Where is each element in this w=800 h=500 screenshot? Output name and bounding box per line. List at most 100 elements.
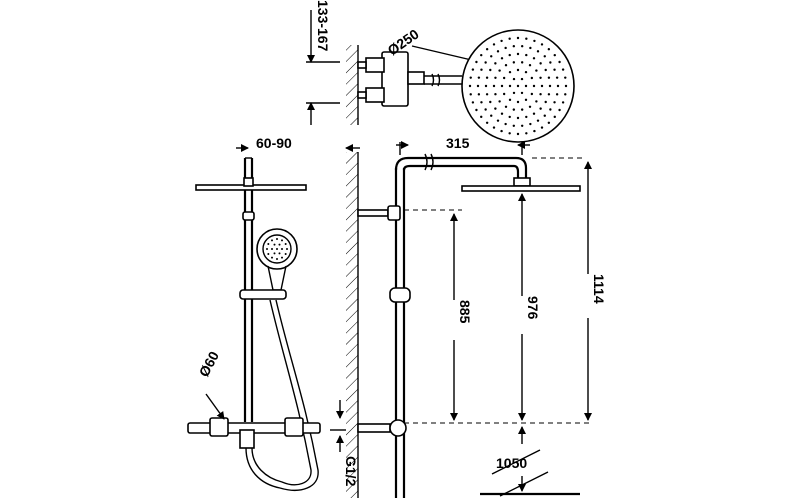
- shower-head-top: [461, 29, 575, 143]
- nozzle-dot: [547, 76, 551, 79]
- nozzle-dot: [508, 115, 511, 119]
- nozzle-dot: [498, 100, 501, 103]
- nozzle-dot: [520, 91, 524, 95]
- nozzle-dot: [500, 112, 504, 115]
- hand-nozzle-dot: [273, 243, 276, 246]
- nozzle-dot: [516, 36, 520, 40]
- nozzle-dot: [556, 84, 560, 88]
- nozzle-dot: [530, 76, 534, 80]
- nozzle-dot: [539, 62, 542, 65]
- nozzle-dot: [512, 77, 516, 81]
- nozzle-dot: [469, 76, 472, 79]
- nozzle-dot: [494, 76, 497, 79]
- nozzle-dot: [500, 57, 504, 60]
- nozzle-dot: [544, 100, 547, 104]
- nozzle-dot: [524, 70, 528, 74]
- hand-nozzle-dot: [286, 248, 288, 250]
- nozzle-dot: [528, 64, 532, 67]
- nozzle-dot: [516, 100, 520, 104]
- nozzle-dot: [508, 132, 511, 135]
- nozzle-dot: [492, 43, 496, 46]
- nozzle-dot: [512, 91, 516, 95]
- nozzle-dot: [494, 62, 497, 65]
- nozzle-dot: [500, 39, 503, 43]
- nozzle-dot: [516, 68, 520, 72]
- hand-nozzle-dot: [281, 239, 283, 242]
- nozzle-dot: [508, 98, 512, 102]
- nozzle-dot: [498, 69, 501, 72]
- nozzle-dot: [525, 132, 528, 135]
- nozzle-dot: [547, 48, 551, 51]
- nozzle-dot: [533, 39, 536, 43]
- hand-nozzle-dot: [276, 238, 278, 240]
- dim-height-976: 976: [525, 296, 541, 320]
- nozzle-dot: [540, 84, 544, 88]
- wall-section-top: [346, 45, 358, 125]
- side-view: G1/2 315 885: [330, 135, 607, 498]
- valve-body-top: [357, 51, 425, 107]
- dim-arm-length: 315: [446, 135, 470, 151]
- nozzle-dot: [525, 53, 528, 57]
- nozzle-dot: [549, 108, 552, 111]
- dim-thermostat: Ø60: [196, 348, 223, 379]
- dim-wall-offset: 133-167: [315, 0, 331, 52]
- nozzle-dot: [484, 61, 487, 64]
- nozzle-dot: [490, 55, 493, 58]
- nozzle-dot: [529, 122, 532, 126]
- nozzle-dot: [490, 114, 493, 117]
- nozzle-dot: [543, 55, 546, 58]
- nozzle-dot: [535, 69, 538, 72]
- nozzle-dot: [512, 124, 516, 127]
- nozzle-dot: [508, 37, 511, 40]
- nozzle-dot: [496, 50, 500, 53]
- nozzle-dot: [564, 84, 568, 88]
- nozzle-dot: [561, 68, 565, 71]
- nozzle-dot: [485, 93, 489, 96]
- nozzle-dot: [528, 105, 532, 108]
- nozzle-dot: [500, 129, 503, 133]
- hand-nozzle-dot: [278, 243, 281, 246]
- hand-nozzle-dot: [281, 256, 283, 259]
- nozzle-dot: [540, 126, 544, 129]
- dim-inlet-thread: G1/2: [343, 456, 359, 487]
- nozzle-dot: [494, 107, 497, 110]
- nozzle-dot: [553, 53, 556, 57]
- nozzle-dot: [489, 100, 492, 104]
- nozzle-dot: [485, 121, 489, 124]
- nozzle-dot: [516, 84, 520, 88]
- dim-floor-height: 1050: [496, 455, 527, 471]
- nozzle-dot: [547, 93, 551, 96]
- nozzle-dot: [524, 98, 528, 102]
- hand-nozzle-dot: [284, 253, 287, 255]
- nozzle-dot: [558, 60, 561, 64]
- nozzle-dot: [564, 76, 567, 79]
- nozzle-dot: [471, 68, 475, 71]
- nozzle-dot: [504, 122, 507, 126]
- nozzle-dot: [533, 129, 536, 133]
- nozzle-dot: [561, 101, 565, 104]
- nozzle-dot: [539, 76, 542, 79]
- hand-nozzle-dot: [276, 258, 278, 260]
- nozzle-dot: [485, 48, 489, 51]
- nozzle-dot: [484, 108, 487, 111]
- nozzle-dot: [543, 114, 546, 117]
- nozzle-dot: [480, 53, 483, 57]
- hand-nozzle-dot: [271, 248, 273, 250]
- hand-nozzle-dot: [271, 239, 273, 242]
- nozzle-dot: [520, 45, 524, 48]
- nozzle-dot: [492, 84, 496, 88]
- nozzle-dot: [475, 108, 478, 112]
- rain-head-side: [461, 185, 581, 192]
- front-view: 60-90 Ø60: [187, 135, 360, 491]
- nozzle-dot: [553, 115, 556, 119]
- nozzle-dot: [477, 76, 481, 79]
- dim-height-1114: 1114: [591, 274, 607, 304]
- nozzle-dot: [520, 124, 524, 127]
- nozzle-dot: [564, 93, 567, 96]
- nozzle-dot: [536, 119, 540, 122]
- nozzle-dot: [553, 101, 556, 104]
- nozzle-dot: [524, 84, 528, 88]
- thermostat-front: [187, 417, 321, 449]
- nozzle-dot: [540, 43, 544, 46]
